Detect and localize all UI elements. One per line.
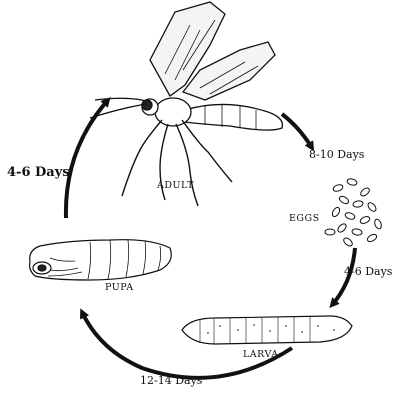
- arrow-pupa-to-adult: [66, 100, 108, 218]
- larva-illustration: [182, 316, 352, 344]
- eggs-cluster-illustration: [325, 178, 383, 248]
- duration-label-eggs-to-larva: 4-6 Days: [344, 266, 392, 277]
- stage-label-pupa: PUPA: [105, 283, 134, 293]
- duration-label-pupa-to-adult: 4-6 Days: [7, 166, 70, 179]
- pupa-illustration: [30, 240, 172, 280]
- duration-label-adult-to-eggs: 8-10 Days: [309, 149, 364, 160]
- adult-fly-illustration: [90, 2, 282, 206]
- arrow-adult-to-eggs: [282, 114, 312, 148]
- stage-label-eggs: EGGS: [289, 214, 320, 224]
- stage-label-larva: LARVA: [243, 350, 279, 360]
- stage-label-adult: ADULT: [157, 181, 194, 191]
- duration-label-larva-to-pupa: 12-14 Days: [140, 375, 202, 386]
